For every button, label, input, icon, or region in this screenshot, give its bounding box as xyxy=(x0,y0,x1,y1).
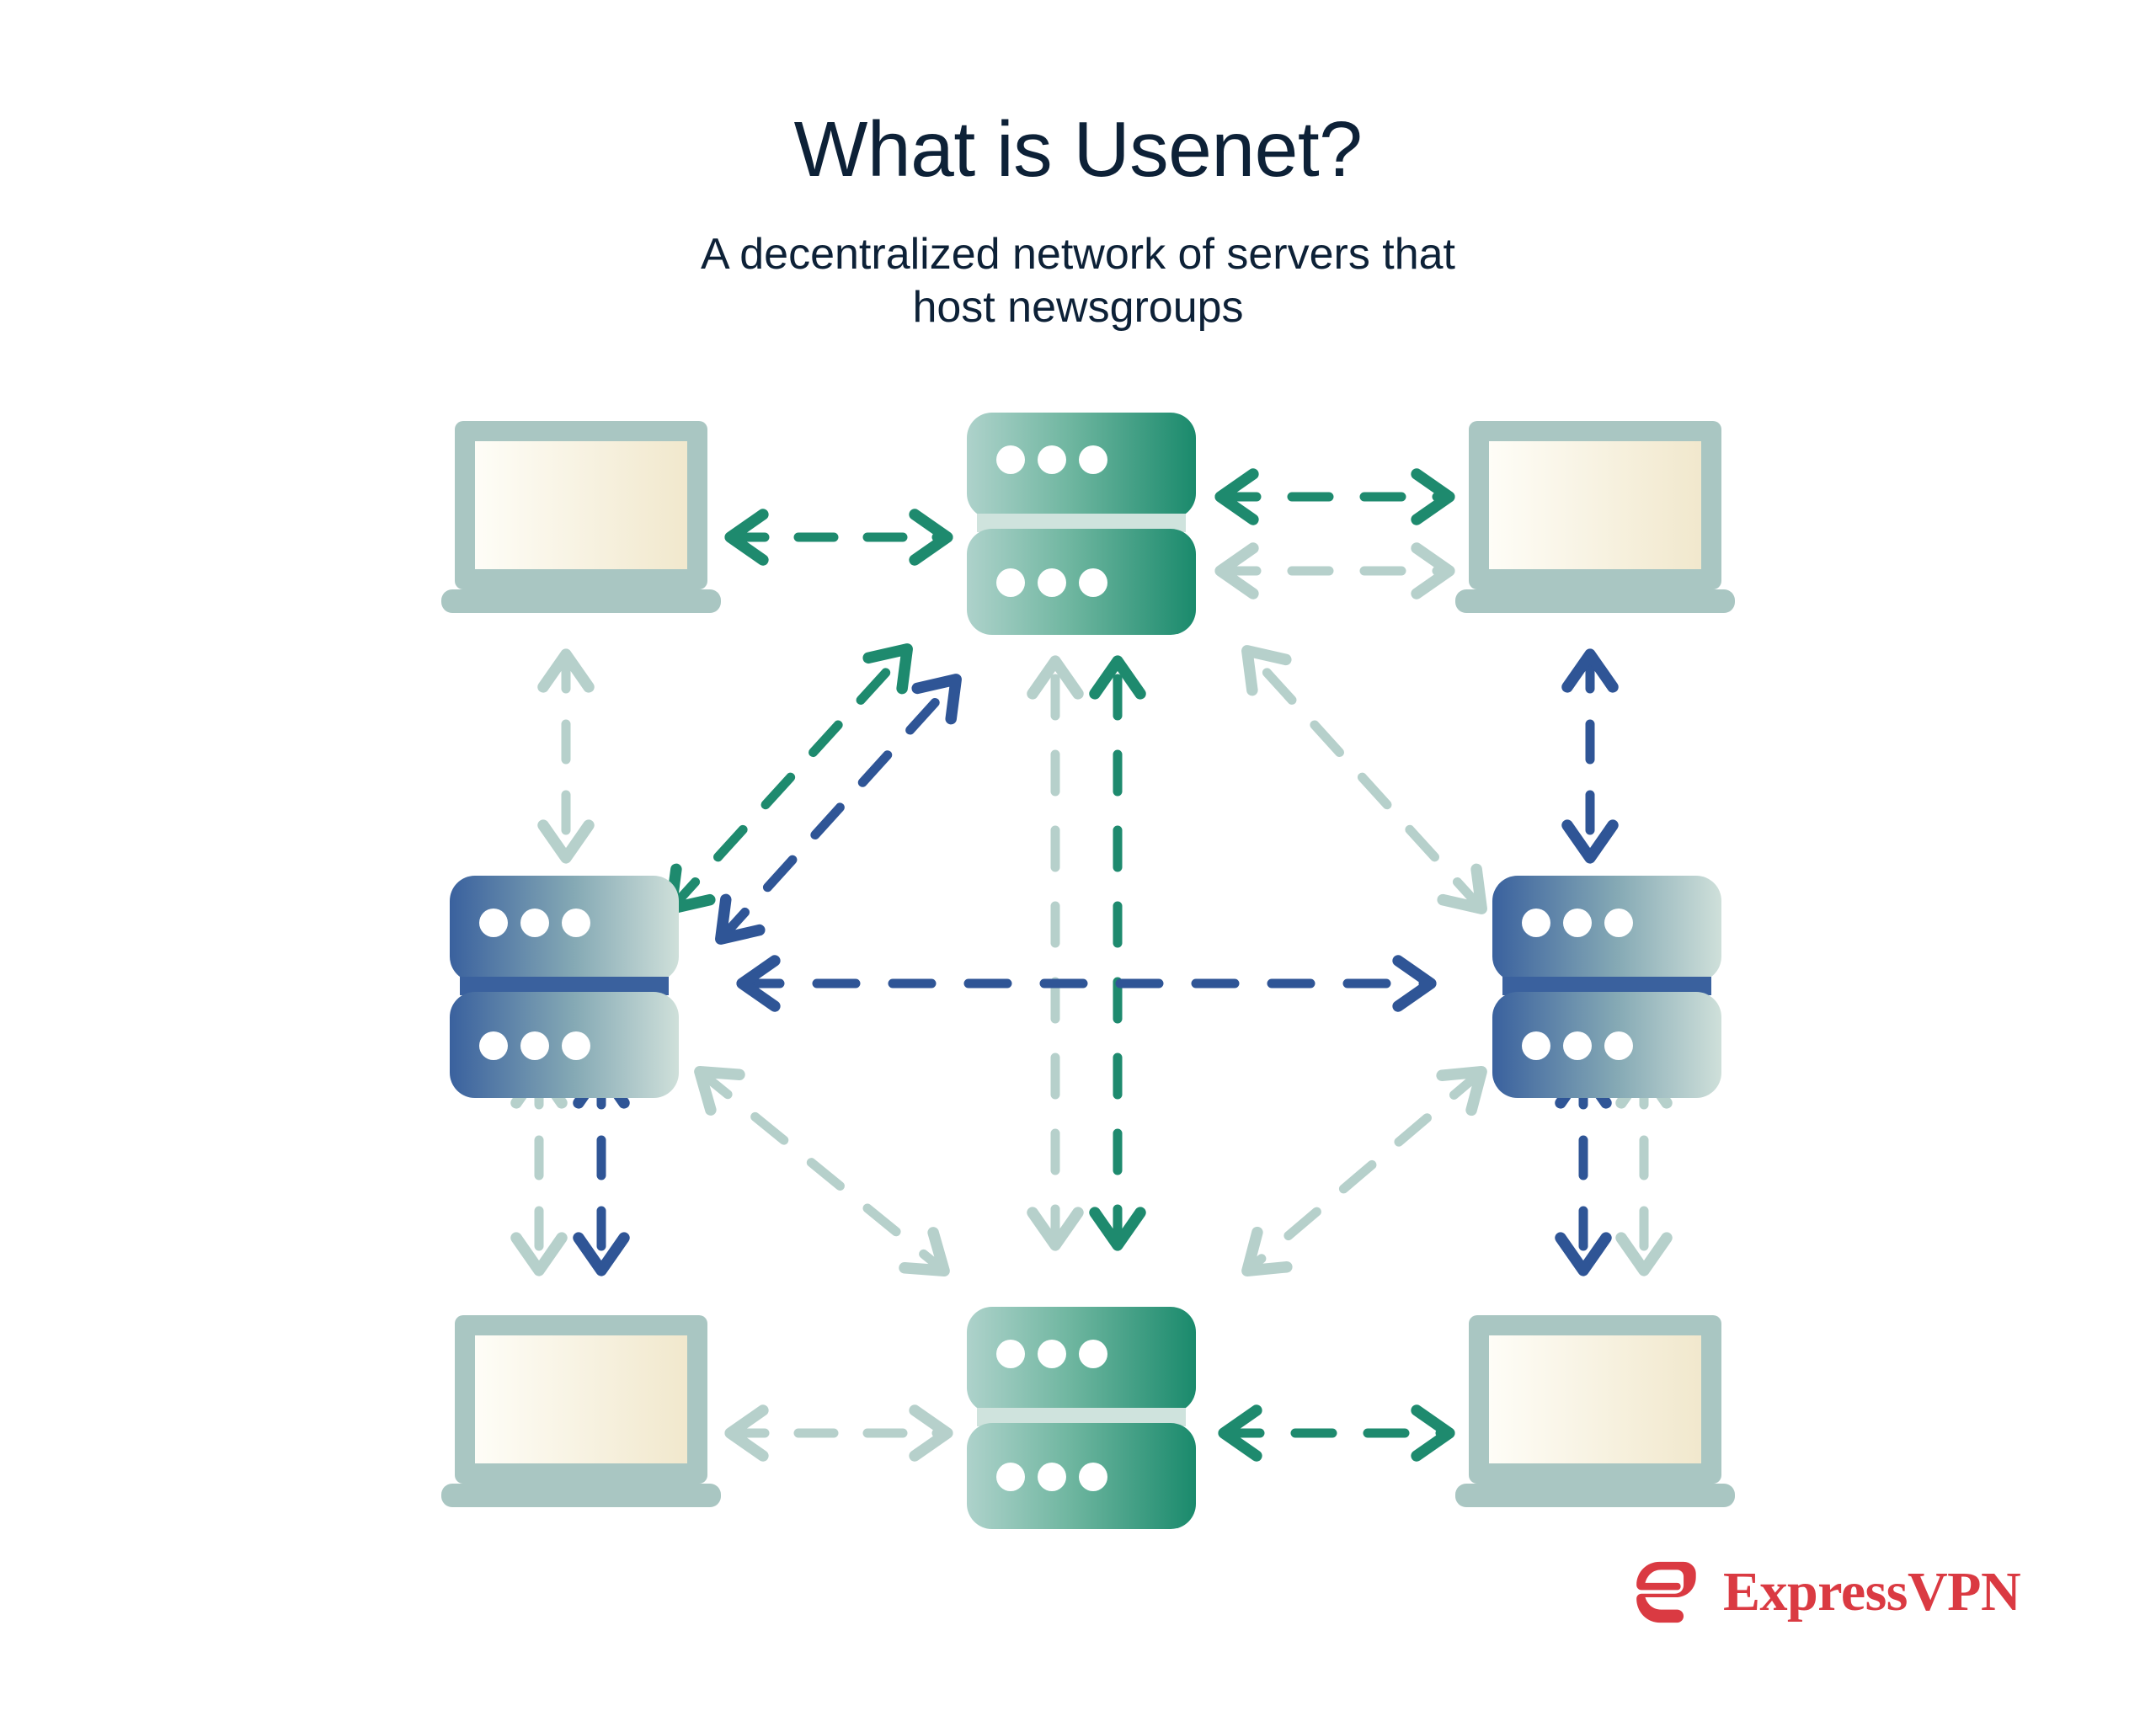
expressvpn-e-mark xyxy=(1636,1561,1696,1623)
page-subtitle: A decentralized network of servers that … xyxy=(700,229,1455,333)
link-server-ml-server-bc-sage xyxy=(694,1065,950,1277)
server-leds xyxy=(996,1340,1107,1491)
laptop-bottom-left xyxy=(441,1315,721,1507)
laptop-top-right xyxy=(1455,421,1735,613)
laptop-bottom-right xyxy=(1455,1315,1735,1507)
server-bottom-center xyxy=(967,1307,1196,1529)
laptop-top-left xyxy=(441,421,721,613)
server-middle-left xyxy=(450,876,679,1098)
network-diagram xyxy=(0,404,2156,1549)
page-title: What is Usenet? xyxy=(793,105,1363,193)
expressvpn-logo: ExpressVPN xyxy=(1632,1556,2021,1628)
link-server-mr-server-tc-sage xyxy=(1241,645,1487,914)
link-server-ml-server-tc-blue xyxy=(715,674,962,945)
server-middle-right xyxy=(1492,876,1721,1098)
expressvpn-wordmark: ExpressVPN xyxy=(1723,1561,2021,1623)
header: What is Usenet? A decentralized network … xyxy=(0,0,2156,334)
server-leds xyxy=(996,445,1107,597)
server-leds xyxy=(1522,909,1633,1060)
server-leds xyxy=(479,909,590,1060)
server-top-center xyxy=(967,413,1196,635)
link-server-mr-server-bc-sage xyxy=(1241,1066,1487,1276)
